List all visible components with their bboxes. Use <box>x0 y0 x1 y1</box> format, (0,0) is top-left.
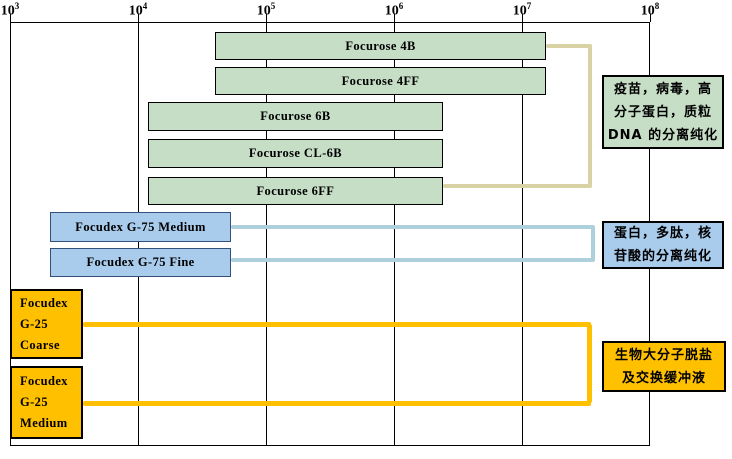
axis-label-10e4: 104 <box>129 2 148 19</box>
bar-label: G-25 <box>20 316 48 331</box>
tick-base: 10 <box>384 3 399 19</box>
connector-focudex-g75-seg3 <box>231 258 595 262</box>
connector-focudex-g25-seg1 <box>83 321 591 327</box>
connector-focurose-seg3 <box>443 184 592 188</box>
bar-focurose-cl-6b: Focurose CL-6B <box>148 139 443 168</box>
tick-exponent: 4 <box>142 1 148 11</box>
note-focudex-g25-applications: 生物大分子脱盐及交换缓冲液 <box>602 341 726 392</box>
tick-base: 10 <box>128 3 143 19</box>
tick-base: 10 <box>256 3 271 19</box>
tick-exponent: 6 <box>398 1 404 11</box>
bar-label: Focudex <box>20 374 68 388</box>
axis-tick-10e4 <box>137 14 139 22</box>
bar-label: Coarse <box>20 337 60 352</box>
bar-label: G-25 <box>20 395 48 409</box>
bar-focudex-g-75-medium: Focudex G-75 Medium <box>49 212 232 242</box>
bar-focurose-4ff: Focurose 4FF <box>214 67 547 95</box>
axis-label-10e5: 105 <box>257 2 276 19</box>
axis-label-10e6: 106 <box>385 2 404 19</box>
note-line: DNA 的分离纯化 <box>607 127 719 143</box>
tick-exponent: 7 <box>526 1 532 11</box>
tick-base: 10 <box>0 3 15 19</box>
bar-label: Medium <box>20 416 68 430</box>
note-focudex-g75-applications: 蛋白，多肽，核苷酸的分离纯化 <box>602 221 724 269</box>
axis-label-10e8: 108 <box>641 2 660 19</box>
gridline-10e6 <box>393 22 395 446</box>
connector-focudex-g25-seg3 <box>83 400 591 406</box>
bar-label: Focudex G-75 Fine <box>86 255 195 269</box>
gridline-10e5 <box>265 22 267 446</box>
bar-focurose-4b: Focurose 4B <box>214 32 547 60</box>
axis-tick-10e3 <box>9 14 11 22</box>
connector-focurose-seg2 <box>588 46 592 186</box>
axis-tick-10e5 <box>265 14 267 22</box>
note-focurose-applications: 疫苗，病毒，高分子蛋白，质粒 DNA 的分离纯化 <box>602 75 724 149</box>
bar-focudex-g-75-fine: Focudex G-75 Fine <box>49 248 232 277</box>
tick-exponent: 8 <box>654 1 660 11</box>
note-line: 及交换缓冲液 <box>621 370 706 386</box>
bar-focurose-6b: Focurose 6B <box>148 102 443 131</box>
bar-focurose-6ff: Focurose 6FF <box>148 177 443 205</box>
axis-tick-10e6 <box>393 14 395 22</box>
gridline-10e7 <box>521 22 523 446</box>
note-line: 苷酸的分离纯化 <box>613 249 712 264</box>
tick-exponent: 5 <box>270 1 276 11</box>
bar-label: Focurose 6FF <box>256 183 335 198</box>
connector-focudex-g75-seg1 <box>231 225 595 229</box>
note-line: 疫苗，病毒，高 <box>613 81 712 97</box>
note-line: 蛋白，多肽，核 <box>613 226 712 241</box>
note-line: 分子蛋白，质粒 <box>613 104 712 120</box>
axis-label-10e3: 103 <box>1 2 20 19</box>
tick-base: 10 <box>512 3 527 19</box>
bar-label: Focurose 4B <box>345 38 416 53</box>
bar-label: Focurose 4FF <box>341 73 420 88</box>
axis-tick-10e8 <box>649 14 651 22</box>
axis-tick-10e7 <box>521 14 523 22</box>
tick-exponent: 3 <box>14 1 20 11</box>
axis-label-10e7: 107 <box>513 2 532 19</box>
bar-label: Focurose CL-6B <box>248 146 343 160</box>
bar-label: Focudex G-75 Medium <box>75 219 206 234</box>
bar-label: Focudex <box>20 295 68 310</box>
connector-focudex-g25-seg2 <box>586 324 592 403</box>
connector-focudex-g75-seg2 <box>591 227 595 260</box>
note-line: 生物大分子脱盐 <box>614 347 713 363</box>
bar-label: Focurose 6B <box>260 109 331 123</box>
tick-base: 10 <box>640 3 655 19</box>
connector-focurose-seg1 <box>546 44 592 48</box>
